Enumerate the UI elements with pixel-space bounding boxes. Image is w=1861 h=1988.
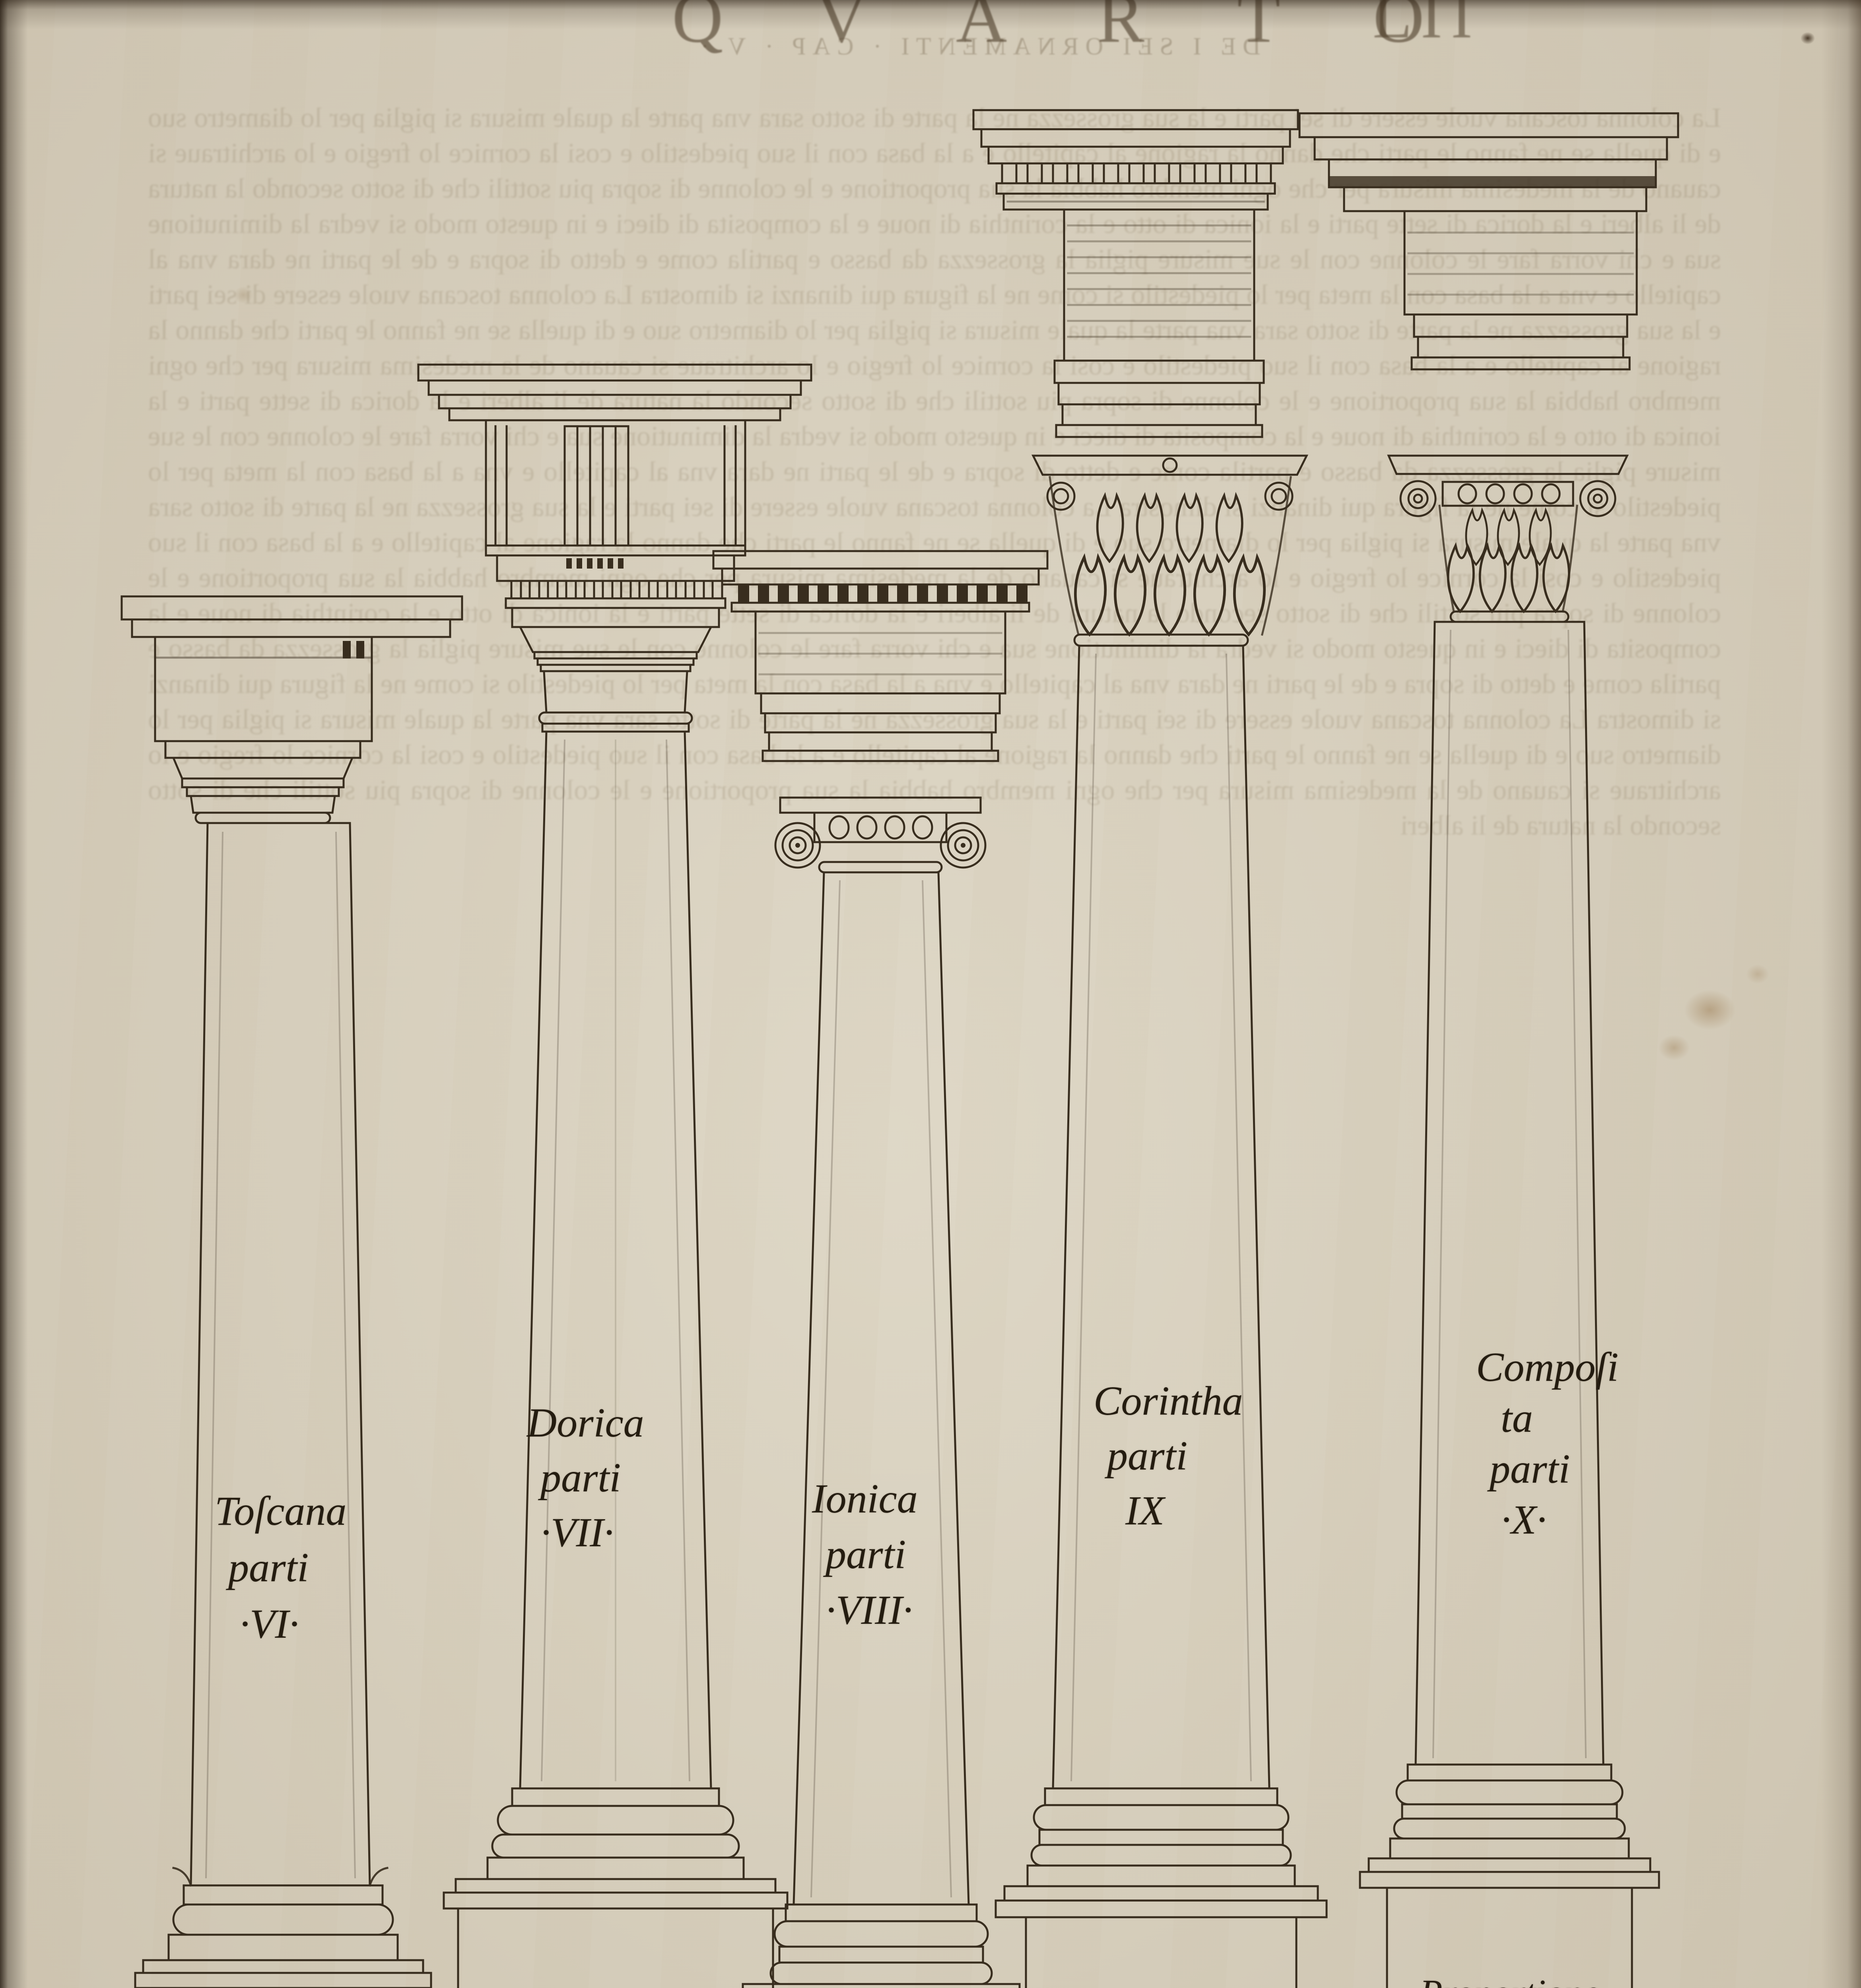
order-parti: parti	[1107, 1433, 1188, 1479]
doric-order-drawing	[417, 363, 812, 1988]
order-numeral: ·X·	[1501, 1497, 1547, 1543]
proportion-word: Proportione	[1387, 1960, 1632, 1988]
order-name: Corintha	[1094, 1378, 1243, 1424]
proportion-word: Proportione	[1026, 1984, 1296, 1988]
doric-entablature	[417, 363, 812, 609]
tuscan-order-drawing	[120, 595, 463, 1988]
corinthian-base-and-pedestal	[995, 1787, 1328, 1988]
tuscan-base-and-pedestal	[134, 1884, 432, 1988]
corinthian-order-drawing	[972, 109, 1328, 1988]
ionic-base-and-pedestal	[742, 1903, 1021, 1988]
corinthian-entablature	[972, 109, 1299, 438]
tuscan-shaft	[172, 822, 389, 1887]
order-parti: parti	[540, 1455, 621, 1501]
ionic-shaft	[793, 871, 970, 1906]
order-label-ionica: Ionica parti ·VIII·	[812, 1471, 918, 1638]
running-title: Q V A R T O	[672, 0, 1463, 57]
corinthian-shaft	[1052, 645, 1270, 1790]
proportion-label-corintha: Proportione ſuperbipartiens tertias,	[1026, 1984, 1296, 1988]
order-name-cont: ta	[1501, 1395, 1533, 1441]
order-label-toscana: Toſcana parti ·VI·	[215, 1483, 346, 1652]
order-name: Toſcana	[215, 1488, 347, 1534]
order-name: Dorica	[527, 1400, 644, 1446]
tuscan-capital	[164, 740, 361, 824]
composite-shaft	[1414, 621, 1605, 1766]
corinthian-capital	[1031, 454, 1309, 647]
folio-number: LII	[1373, 0, 1481, 52]
tuscan-entablature	[120, 595, 463, 742]
order-label-corintha: Corintha parti IX	[1094, 1374, 1243, 1538]
order-label-composita: Compoſi ta parti ·X·	[1476, 1342, 1618, 1545]
ionic-capital	[774, 796, 987, 874]
doric-base-and-pedestal	[443, 1787, 789, 1988]
doric-shaft	[519, 730, 712, 1790]
order-name: Ionica	[812, 1476, 918, 1522]
order-numeral: ·VI·	[239, 1601, 299, 1647]
order-numeral: ·VIII·	[826, 1587, 913, 1633]
order-name: Compoſi	[1476, 1344, 1619, 1390]
doric-capital	[511, 607, 720, 733]
ionic-order-drawing	[712, 550, 1049, 1988]
composite-capital	[1387, 454, 1629, 623]
order-parti: parti	[826, 1532, 906, 1577]
composite-entablature	[1298, 112, 1679, 371]
order-parti: parti	[1490, 1446, 1570, 1492]
proportion-label-composita: Proportione dupla	[1387, 1960, 1632, 1988]
order-numeral: IX	[1125, 1488, 1165, 1534]
composite-order-drawing	[1298, 112, 1679, 1988]
order-numeral: ·VII·	[540, 1510, 614, 1555]
order-label-dorica: Dorica parti ·VII·	[527, 1396, 644, 1560]
composite-base-and-pedestal	[1359, 1763, 1660, 1988]
order-parti: parti	[228, 1545, 309, 1590]
ionic-entablature	[712, 550, 1049, 762]
